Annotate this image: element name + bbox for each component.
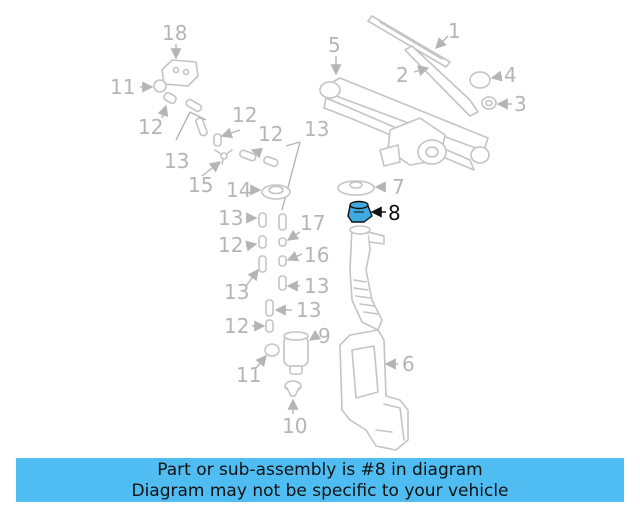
filler-cap-7	[337, 180, 375, 196]
callout-12-b: 12	[232, 103, 257, 127]
wiper-blade	[367, 15, 451, 68]
nut-3	[481, 96, 497, 110]
callout-4: 4	[504, 63, 517, 87]
callout-7: 7	[392, 175, 405, 199]
callout-13-d: 13	[224, 280, 249, 304]
callout-16: 16	[304, 243, 329, 267]
washer-reservoir-6	[339, 225, 409, 451]
callout-12-e: 12	[224, 314, 249, 338]
callout-13-b: 13	[304, 117, 329, 141]
callout-13-f: 13	[296, 298, 321, 322]
callout-8: 8	[388, 201, 401, 225]
callout-12-d: 12	[218, 233, 243, 257]
wiper-linkage	[319, 77, 490, 171]
hose-left	[153, 79, 301, 211]
wiper-arm	[404, 45, 479, 117]
callout-9: 9	[318, 324, 331, 348]
callout-labels: 1 2 3 4 5 6 7 8 9 10 11 11 12 12 12 12 1…	[110, 19, 527, 438]
info-banner: Part or sub-assembly is #8 in diagram Di…	[16, 458, 624, 502]
connector-18	[161, 59, 199, 87]
callout-2: 2	[396, 63, 409, 87]
callout-5: 5	[328, 33, 341, 57]
callout-18: 18	[162, 21, 187, 45]
grommet-10	[284, 380, 302, 397]
banner-line-1: Part or sub-assembly is #8 in diagram	[157, 460, 483, 480]
callout-11-bottom: 11	[236, 363, 261, 387]
banner-line-2: Diagram may not be specific to your vehi…	[131, 481, 509, 501]
cap-4	[469, 71, 491, 89]
grommet-14	[261, 184, 291, 200]
callout-14: 14	[226, 178, 251, 202]
callout-6: 6	[402, 352, 415, 376]
callout-15: 15	[188, 173, 213, 197]
callout-13-c: 13	[218, 206, 243, 230]
callout-12-c: 12	[258, 122, 283, 146]
callout-13-e: 13	[304, 274, 329, 298]
highlighted-part-8	[347, 200, 373, 223]
callout-1: 1	[448, 19, 461, 43]
callout-17: 17	[300, 211, 325, 235]
parts-diagram: 1 2 3 4 5 6 7 8 9 10 11 11 12 12 12 12 1…	[110, 15, 527, 451]
callout-3: 3	[514, 92, 527, 116]
callout-11-top: 11	[110, 75, 135, 99]
callout-13-a: 13	[164, 149, 189, 173]
hose-vertical	[258, 212, 287, 357]
leader-lines	[140, 35, 512, 414]
callout-10: 10	[282, 414, 307, 438]
washer-pump-9	[283, 331, 309, 375]
callout-12-a: 12	[138, 115, 163, 139]
